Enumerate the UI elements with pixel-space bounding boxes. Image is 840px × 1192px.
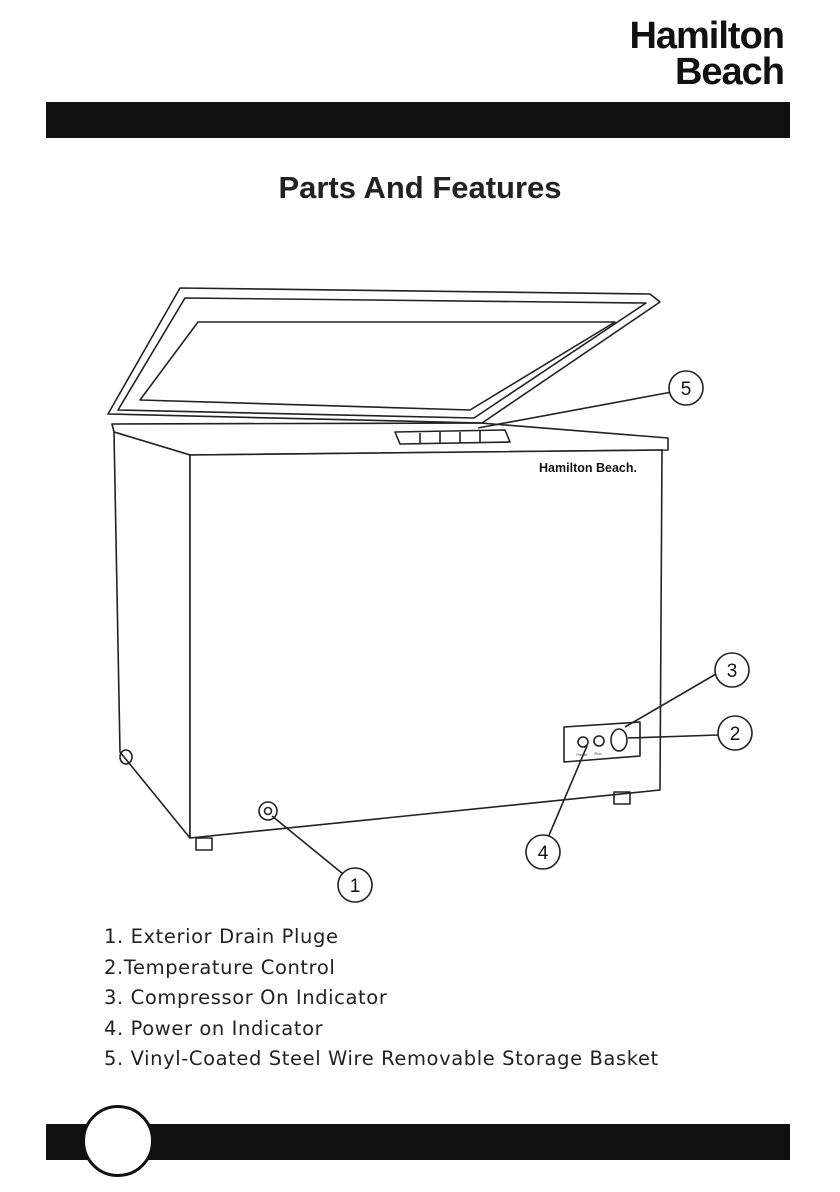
callout-1: 1	[350, 876, 361, 897]
parts-list-item: 1. Exterior Drain Pluge	[104, 922, 659, 953]
foot-front-left	[196, 838, 212, 850]
chest-freezer-diagram: 5 3 2 4 1 Hamilton Beach. Power Run	[0, 270, 840, 910]
callout-4: 4	[538, 843, 549, 864]
callout-3: 3	[727, 661, 738, 682]
header-bar	[46, 102, 790, 138]
page-number-badge	[82, 1105, 154, 1177]
callout-5: 5	[681, 379, 692, 400]
freezer-front-logo: Hamilton Beach.	[539, 461, 637, 475]
parts-list: 1. Exterior Drain Pluge 2.Temperature Co…	[104, 922, 659, 1075]
parts-list-item: 2.Temperature Control	[104, 953, 659, 984]
freezer-lid	[108, 288, 660, 423]
cabinet-front	[190, 450, 662, 838]
callout-2: 2	[730, 724, 741, 745]
page-title: Parts And Features	[0, 170, 840, 206]
brand-line-1: Hamilton	[629, 18, 784, 54]
panel-label-run: Run	[594, 751, 601, 756]
parts-list-item: 4. Power on Indicator	[104, 1014, 659, 1045]
parts-list-item: 5. Vinyl-Coated Steel Wire Removable Sto…	[104, 1044, 659, 1075]
panel-label-power: Power	[576, 752, 588, 757]
cabinet-side	[114, 432, 190, 838]
brand-line-2: Beach	[629, 54, 784, 90]
footer-bar	[46, 1124, 790, 1160]
parts-list-item: 3. Compressor On Indicator	[104, 983, 659, 1014]
